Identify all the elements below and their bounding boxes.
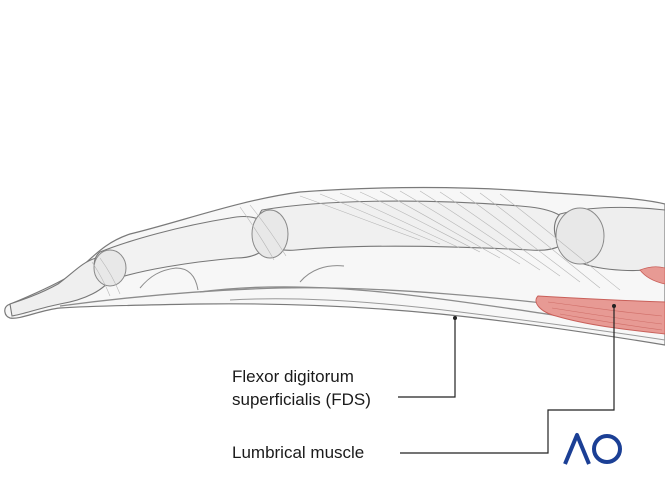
ao-logo [563, 433, 622, 465]
fds-label-line1: Flexor digitorum [232, 367, 354, 386]
fds-leader-dot [453, 316, 457, 320]
lumbrical-striations [547, 301, 663, 331]
lumbrical-tip [639, 266, 665, 285]
extensor-fibers [91, 190, 621, 297]
proximal-phalanx [257, 200, 571, 251]
vinculum [139, 267, 199, 291]
ao-logo-a [563, 433, 591, 465]
vinculum-2 [299, 265, 345, 283]
lumbrical-muscle [535, 295, 665, 335]
fds-label: Flexor digitorum superficialis (FDS) [232, 365, 371, 411]
pip-joint [251, 209, 289, 259]
mcp-joint [555, 207, 605, 265]
lumbrical-leader-dot [612, 304, 616, 308]
ao-logo-o [592, 434, 622, 464]
lumbrical-leader-line [400, 306, 615, 454]
fds-leader-line [398, 318, 456, 398]
dip-joint [93, 249, 127, 287]
fds-label-line2: superficialis (FDS) [232, 390, 371, 409]
lumbrical-label: Lumbrical muscle [232, 443, 365, 462]
fds-tendon-lower [229, 298, 665, 341]
